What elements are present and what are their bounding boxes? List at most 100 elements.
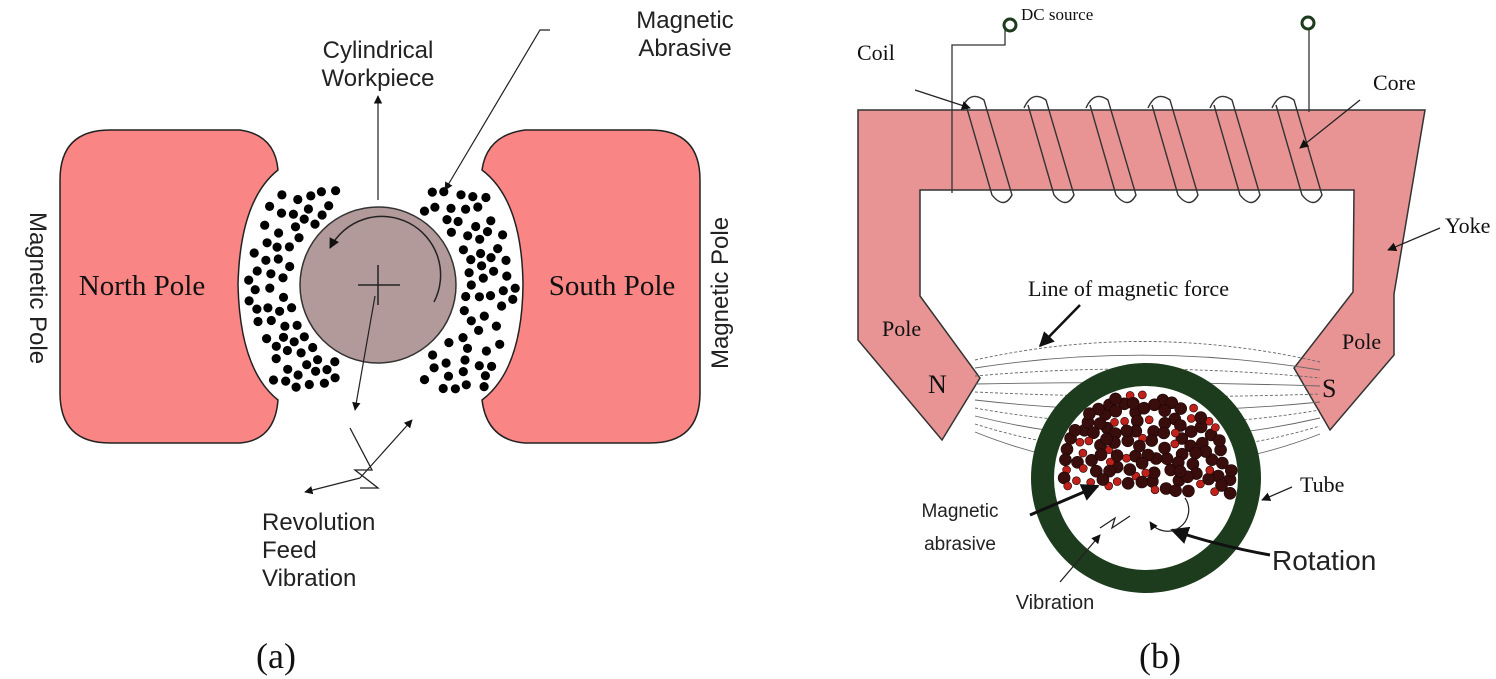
abrasive-dot [439, 187, 449, 197]
abrasive-dot [466, 280, 476, 290]
panel-a: North Pole South Pole Magnetic Pole Magn… [24, 7, 734, 676]
abrasive-dot [460, 355, 470, 365]
tube-abrasive-particle [1109, 404, 1122, 418]
abrasive-dot [442, 215, 452, 225]
abrasive-dot [266, 269, 276, 279]
tube-abrasive-particle [1169, 484, 1182, 498]
rotation-arrow-icon [1149, 497, 1190, 532]
abrasive-dot [450, 384, 460, 394]
abrasive-dot [489, 266, 499, 276]
abrasive-dot [493, 244, 503, 254]
tube-abrasive-particle [1189, 446, 1202, 460]
abrasive-dot [268, 375, 279, 385]
yoke-core [857, 109, 1426, 442]
abrasive-dot [306, 191, 316, 201]
tube-abrasive-particle [1075, 437, 1085, 447]
core-label: Core [1373, 70, 1416, 95]
abrasive-dot [458, 333, 468, 343]
abrasive-dot [481, 346, 491, 356]
tube-abrasive-particle [1120, 424, 1133, 438]
abrasive-dot [265, 283, 275, 293]
abrasive-dot [508, 294, 518, 304]
abrasive-dot [474, 292, 484, 302]
abrasive-dot [299, 214, 309, 224]
abrasive-dot [311, 366, 321, 376]
abrasive-dot [252, 304, 262, 314]
abrasive-dot [486, 253, 496, 263]
abrasive-dot [280, 321, 290, 331]
abrasive-dot [277, 190, 287, 200]
abrasive-dot [474, 361, 484, 371]
tube-abrasive-particle [1086, 478, 1095, 487]
tube-abrasive-particle [1194, 411, 1208, 424]
tube-abrasive-particle [1158, 404, 1171, 418]
tube-abrasive-particle [1078, 448, 1088, 458]
field-line [974, 341, 1321, 363]
magnetic-pole-label-left: Magnetic Pole [24, 212, 51, 364]
tube-abrasive-particle [1094, 448, 1108, 462]
tube-abrasive-particle [1174, 402, 1187, 415]
magnetic-abrasive-particles-right [419, 187, 520, 394]
abrasive-dot [299, 332, 309, 342]
abrasive-leader-arrow-b [1029, 484, 1100, 517]
tube-abrasive-particle [1085, 453, 1098, 467]
dc-source-label: DC source [1021, 5, 1093, 24]
abrasive-dot [474, 325, 484, 335]
abrasive-label-line1: Magnetic [636, 7, 733, 34]
abrasive-dot [260, 220, 270, 230]
tube-abrasive-particle [1068, 423, 1082, 437]
tube-abrasive-particle [1211, 423, 1220, 432]
abrasive-dot [485, 291, 496, 301]
magnetic-abrasive-particles-tube [1057, 390, 1238, 500]
abrasive-dot [478, 273, 488, 283]
abrasive-dot [282, 345, 292, 356]
abrasive-dot [464, 268, 474, 278]
abrasive-dot [458, 367, 468, 377]
abrasive-dot [275, 306, 285, 316]
pole-label-left: Pole [882, 316, 921, 341]
abrasive-dot [319, 378, 329, 388]
tube-abrasive-particle [1063, 481, 1072, 491]
yoke-label: Yoke [1445, 213, 1490, 238]
abrasive-dot [293, 194, 303, 205]
tube-abrasive-particle [1187, 414, 1196, 423]
abrasive-dot [281, 376, 291, 386]
abrasive-dot [502, 271, 512, 281]
abrasive-dot [471, 221, 481, 232]
tube-abrasive-particle [1184, 425, 1198, 438]
abrasive-dot [296, 348, 306, 358]
abrasive-dot [278, 332, 289, 342]
abrasive-dot [461, 291, 471, 302]
abrasive-dot [430, 202, 440, 212]
yoke-leader-arrow [1387, 227, 1441, 251]
line-of-force-leader-arrow [1038, 304, 1081, 348]
abrasive-dot [303, 204, 313, 214]
abrasive-dot [265, 201, 275, 211]
abrasive-dot [498, 230, 508, 240]
tube-abrasive-particle [1173, 465, 1187, 478]
n-label: N [928, 370, 947, 399]
south-pole-label: South Pole [549, 270, 676, 302]
abrasive-dot [466, 316, 476, 326]
abrasive-label-b-line2: abrasive [924, 534, 996, 555]
abrasive-dot [441, 358, 451, 368]
coil-loop [1023, 95, 1075, 204]
abrasive-dot [252, 266, 262, 276]
tube-abrasive-particle [1213, 434, 1226, 447]
tube-abrasive-particle [1145, 434, 1158, 447]
tube-abrasive-particle [1110, 449, 1124, 462]
tube-abrasive-particle [1150, 485, 1160, 495]
abrasive-dot [477, 261, 487, 271]
abrasive-dot [446, 203, 456, 213]
abrasive-dot [427, 187, 437, 197]
abrasive-dot [261, 255, 271, 265]
tube-abrasive-particle [1160, 452, 1174, 466]
coil-loop [1271, 95, 1323, 204]
tube-abrasive-particle [1158, 441, 1171, 455]
abrasive-dot [308, 342, 318, 353]
abrasive-dot [290, 222, 301, 232]
coil-loop [1209, 95, 1261, 204]
abrasive-dot [461, 380, 471, 390]
dc-wire-left [951, 30, 1006, 193]
vibration-arrow-up [359, 419, 413, 479]
